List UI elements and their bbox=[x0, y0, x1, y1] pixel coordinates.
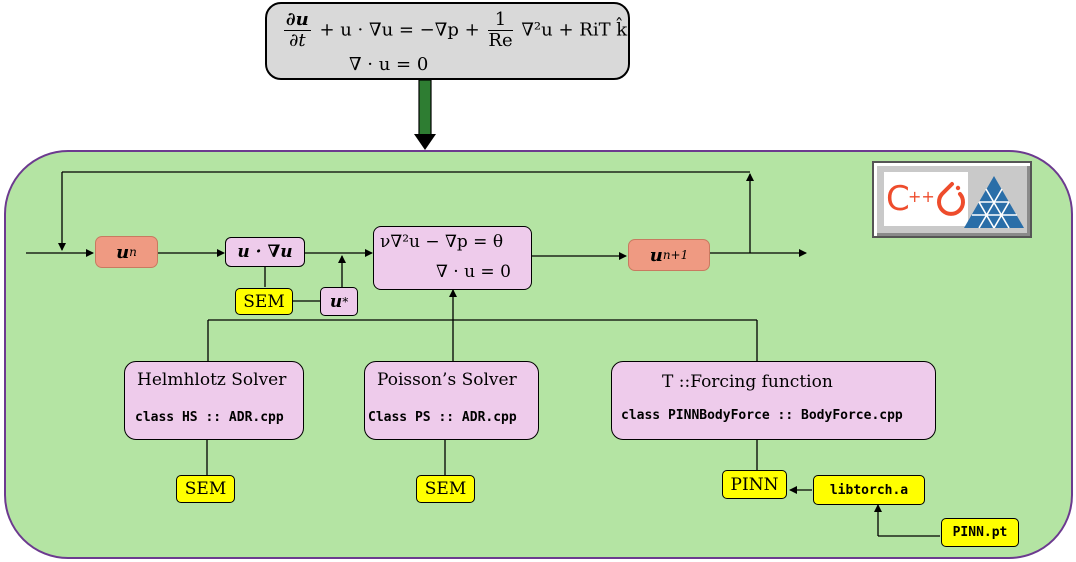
down-arrow-head bbox=[414, 134, 436, 150]
governing-equation-box: ∂u ∂t + u · ∇u = −∇p + 1 Re ∇²u + RiT k̂… bbox=[265, 2, 630, 80]
pinn-pt-box: PINN.pt bbox=[941, 518, 1019, 547]
helmholtz-sem-box: SEM bbox=[176, 475, 235, 503]
poisson-sem-label: SEM bbox=[424, 479, 467, 499]
poisson-solver-box: Poisson’s Solver Class PS :: ADR.cpp bbox=[364, 361, 539, 440]
pinn-label: PINN bbox=[730, 474, 779, 495]
poisson-title: Poisson’s Solver bbox=[377, 370, 517, 390]
helmholtz-sem-label: SEM bbox=[184, 479, 227, 499]
forcing-function-box: T ::Forcing function class PINNBodyForce… bbox=[611, 361, 936, 440]
unp1-sup: n+1 bbox=[662, 248, 689, 262]
pytorch-logo bbox=[937, 182, 965, 216]
continuity-equation: ∇ · u = 0 bbox=[349, 54, 429, 75]
advection-label: u · ∇u bbox=[237, 242, 293, 262]
time-derivative-fraction: ∂u ∂t bbox=[284, 10, 311, 51]
reynolds-fraction: 1 Re bbox=[488, 10, 513, 51]
down-arrow-shaft bbox=[418, 79, 432, 137]
nektar-logo bbox=[964, 176, 1024, 229]
pinn-pt-label: PINN.pt bbox=[952, 525, 1008, 540]
advection-term: + u · ∇u = −∇p + bbox=[319, 19, 480, 41]
pinn-box: PINN bbox=[722, 470, 787, 499]
pressure-eq-line2: ∇ · u = 0 bbox=[436, 262, 511, 282]
forcing-term: ∇²u + RiT k̂ bbox=[521, 19, 628, 41]
frac-re: Re bbox=[488, 30, 513, 51]
sem-top-label: SEM bbox=[243, 291, 285, 312]
frac-one: 1 bbox=[488, 10, 513, 31]
momentum-equation: ∂u ∂t + u · ∇u = −∇p + 1 Re ∇²u + RiT k̂ bbox=[281, 10, 627, 51]
libtorch-box: libtorch.a bbox=[813, 475, 925, 505]
ustar-sup: * bbox=[342, 294, 349, 309]
ustar-base: u bbox=[329, 291, 343, 312]
cpp-c-glyph: C bbox=[886, 179, 910, 219]
pressure-equation-node: ν∇²u − ∇p = θ ∇ · u = 0 bbox=[373, 226, 532, 290]
logo-white-bg bbox=[884, 172, 968, 226]
cpp-plus-glyph: ++ bbox=[908, 187, 935, 206]
helmholtz-title: Helmhlotz Solver bbox=[137, 370, 287, 390]
frac-du: ∂u bbox=[284, 9, 311, 31]
helmholtz-code: class HS :: ADR.cpp bbox=[135, 410, 284, 425]
forcing-title: T ::Forcing function bbox=[662, 372, 833, 392]
sem-top-box: SEM bbox=[235, 288, 293, 315]
logo-panel: C ++ bbox=[872, 161, 1032, 238]
ustar-node: u* bbox=[320, 287, 358, 316]
poisson-sem-box: SEM bbox=[416, 475, 475, 503]
forcing-code: class PINNBodyForce :: BodyForce.cpp bbox=[621, 408, 903, 423]
unp1-base: u bbox=[649, 244, 663, 266]
advection-node: u · ∇u bbox=[225, 237, 305, 267]
libtorch-label: libtorch.a bbox=[829, 482, 909, 498]
logos-svg: C ++ bbox=[886, 176, 1024, 229]
cpp-logo: C ++ bbox=[886, 179, 935, 219]
poisson-code: Class PS :: ADR.cpp bbox=[368, 410, 517, 425]
helmholtz-solver-box: Helmhlotz Solver class HS :: ADR.cpp bbox=[124, 361, 304, 440]
un-sup: n bbox=[129, 245, 137, 259]
frac-dt: ∂t bbox=[289, 30, 306, 51]
pressure-eq-line1: ν∇²u − ∇p = θ bbox=[380, 232, 504, 252]
un-base: u bbox=[116, 241, 130, 263]
